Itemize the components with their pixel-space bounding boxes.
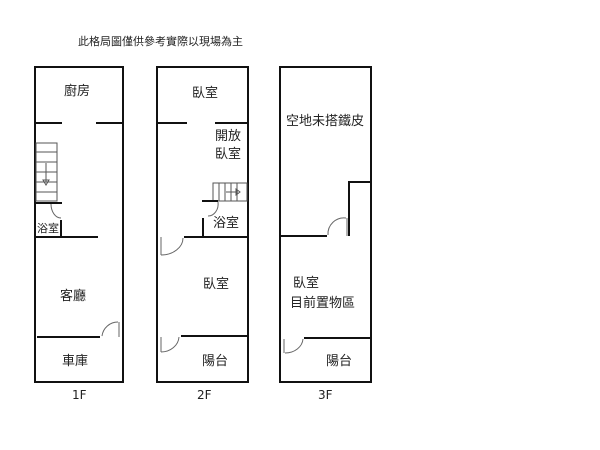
room-bedroom-mid-2f: 臥室 [203,277,230,292]
floor-2f-plan [156,66,249,383]
room-bathroom-2f: 浴室 [213,216,240,231]
floor-label-2f: 2F [197,388,212,402]
room-balcony-2f: 陽台 [202,354,229,369]
room-open-bedroom-2f-line1: 開放 [215,129,242,144]
room-storage-3f: 目前置物區 [290,296,356,311]
floor-label-1f: 1F [72,388,87,402]
room-bedroom-top-2f: 臥室 [192,86,219,101]
room-open-space-3f: 空地未搭鐵皮 [286,114,365,129]
floor-1f-plan [34,66,124,383]
room-bedroom-3f: 臥室 [293,276,320,291]
disclaimer-note: 此格局圖僅供參考實際以現場為主 [78,35,243,48]
room-open-bedroom-2f-line2: 臥室 [215,147,242,162]
floor-3f-plan [279,66,372,383]
room-living-1f: 客廳 [60,289,87,304]
room-kitchen-1f: 廚房 [64,84,91,99]
room-balcony-3f: 陽台 [326,354,353,369]
stairs-icon [212,182,248,202]
stairs-icon [35,142,58,202]
floor-label-3f: 3F [318,388,333,402]
room-garage-1f: 車庫 [62,354,89,369]
room-bathroom-1f: 浴室 [37,222,59,235]
